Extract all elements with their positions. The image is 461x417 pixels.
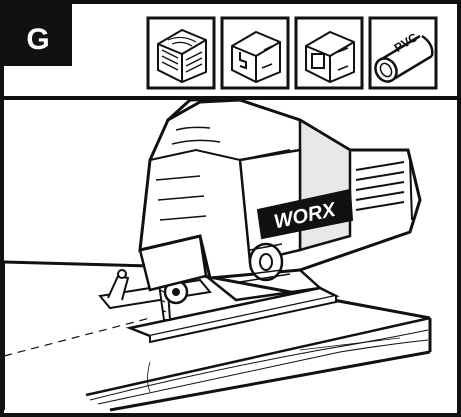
jigsaw: WORX (98, 96, 422, 344)
wood-icon (146, 16, 216, 90)
step-badge: G (4, 4, 72, 66)
material-icons: PVC (146, 16, 438, 90)
pvc-pipe-icon: PVC (368, 16, 438, 90)
metal-profile-icon (294, 16, 364, 90)
aluminium-profile-icon (220, 16, 290, 90)
step-label: G (26, 23, 49, 56)
cut-line (3, 317, 151, 357)
